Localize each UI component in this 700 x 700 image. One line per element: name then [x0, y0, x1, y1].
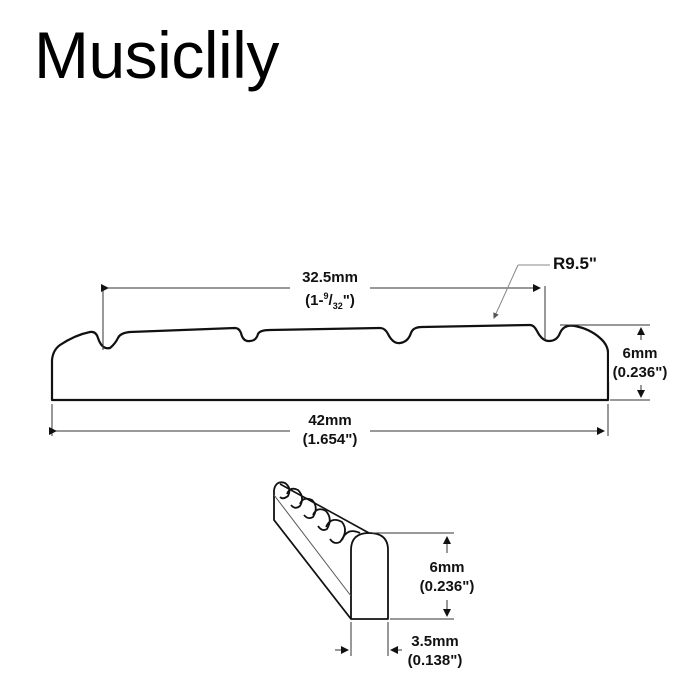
perspective-height-label: 6mm (0.236") — [415, 558, 479, 596]
front-height-label: 6mm (0.236") — [609, 344, 671, 382]
brand-title: Musiclily — [34, 18, 279, 92]
length-dimension — [49, 404, 609, 436]
nut-front-profile — [50, 323, 610, 402]
string-spacing-inch: (1-9/32") — [305, 291, 355, 311]
string-spacing-mm: 32.5mm — [302, 269, 358, 286]
string-spacing-dimension — [101, 284, 546, 350]
radius-label: R9.5" — [553, 254, 597, 273]
radius-leader — [493, 264, 550, 319]
perspective-width-dimension — [335, 622, 404, 656]
perspective-height-dimension — [372, 532, 454, 620]
length-label: 42mm (1.654") — [292, 411, 368, 449]
front-height-dimension — [560, 324, 650, 401]
string-spacing-label: 32.5mm (1-9/32") — [292, 268, 368, 316]
nut-perspective — [273, 481, 389, 620]
perspective-width-label: 3.5mm (0.138") — [402, 632, 468, 670]
